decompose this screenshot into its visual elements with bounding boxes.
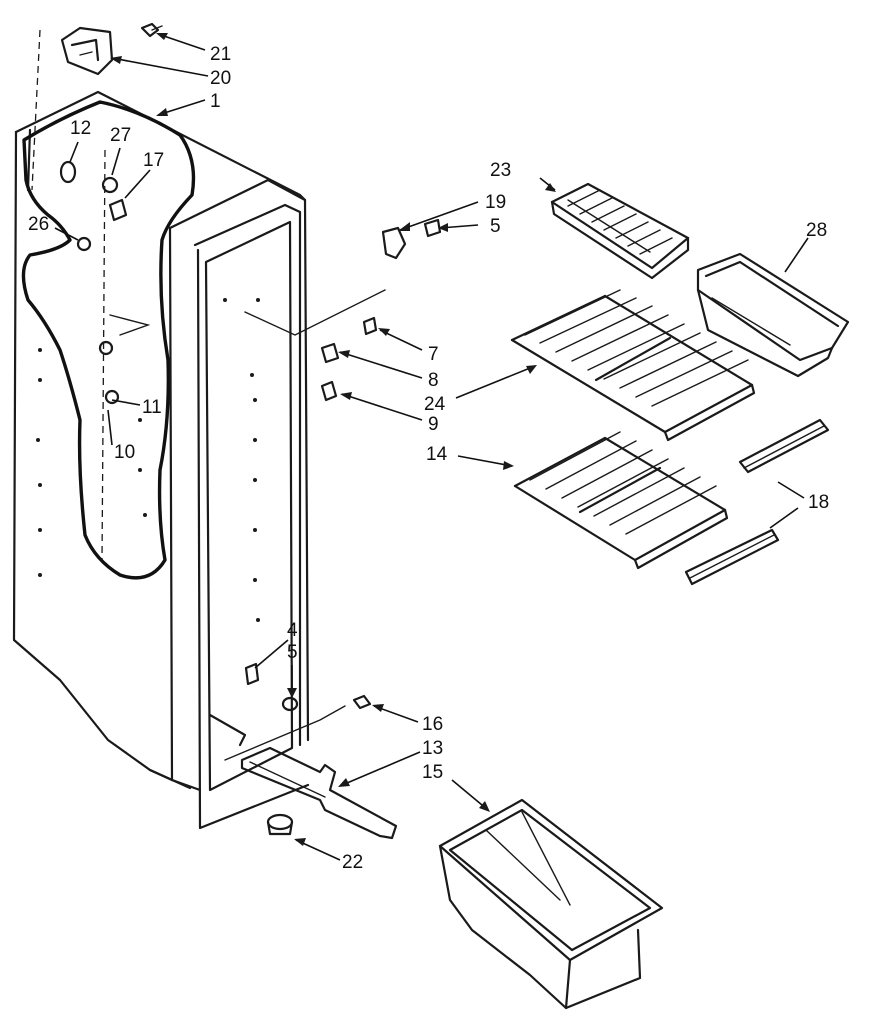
- shelf-supports: [684, 418, 830, 586]
- lower-wire-shelf: [513, 431, 729, 570]
- callout-22: 22: [342, 852, 363, 873]
- callout-28: 28: [806, 220, 827, 241]
- callout-19: 19: [485, 192, 506, 213]
- callout-20: 20: [210, 68, 231, 89]
- callout-10: 10: [114, 442, 135, 463]
- mounting-holes: [36, 298, 260, 622]
- callout-9: 9: [428, 414, 439, 435]
- callout-13: 13: [422, 738, 443, 759]
- callout-15: 15: [422, 762, 443, 783]
- callout-16: 16: [422, 714, 443, 735]
- callout-5-top: 5: [490, 216, 501, 237]
- callout-26: 26: [28, 214, 49, 235]
- freezer-basket: [438, 798, 664, 1010]
- callout-14: 14: [426, 444, 448, 465]
- callout-4: 4: [287, 620, 298, 641]
- ice-level-arm: [381, 218, 442, 260]
- shelf-clips: [320, 316, 378, 402]
- callout-17: 17: [143, 150, 164, 171]
- callout-12: 12: [70, 118, 91, 139]
- liner-hardware: [59, 160, 372, 712]
- top-bracket: [60, 26, 114, 76]
- callout-18: 18: [808, 492, 829, 513]
- leveling-glide: [266, 813, 294, 836]
- callout-27: 27: [110, 125, 131, 146]
- callout-21: 21: [210, 44, 231, 65]
- ice-cube-tray: [550, 182, 690, 280]
- leader-lines: [54, 33, 809, 861]
- callout-11: 11: [142, 397, 162, 418]
- bracket-screw: [140, 22, 163, 38]
- callout-1: 1: [210, 91, 221, 112]
- callout-5-bottom: 5: [287, 642, 298, 663]
- bottom-rail: [240, 746, 398, 840]
- callout-23: 23: [490, 160, 511, 181]
- upper-wire-shelf: [510, 289, 756, 442]
- freezer-liner: [12, 29, 386, 830]
- callout-24: 24: [424, 394, 446, 415]
- callouts: 21 20 1 12 27 17 26 11 10 23 19 5 28 7 8…: [28, 44, 829, 873]
- callout-8: 8: [428, 370, 439, 391]
- callout-7: 7: [428, 344, 439, 365]
- storage-bin: [696, 252, 850, 378]
